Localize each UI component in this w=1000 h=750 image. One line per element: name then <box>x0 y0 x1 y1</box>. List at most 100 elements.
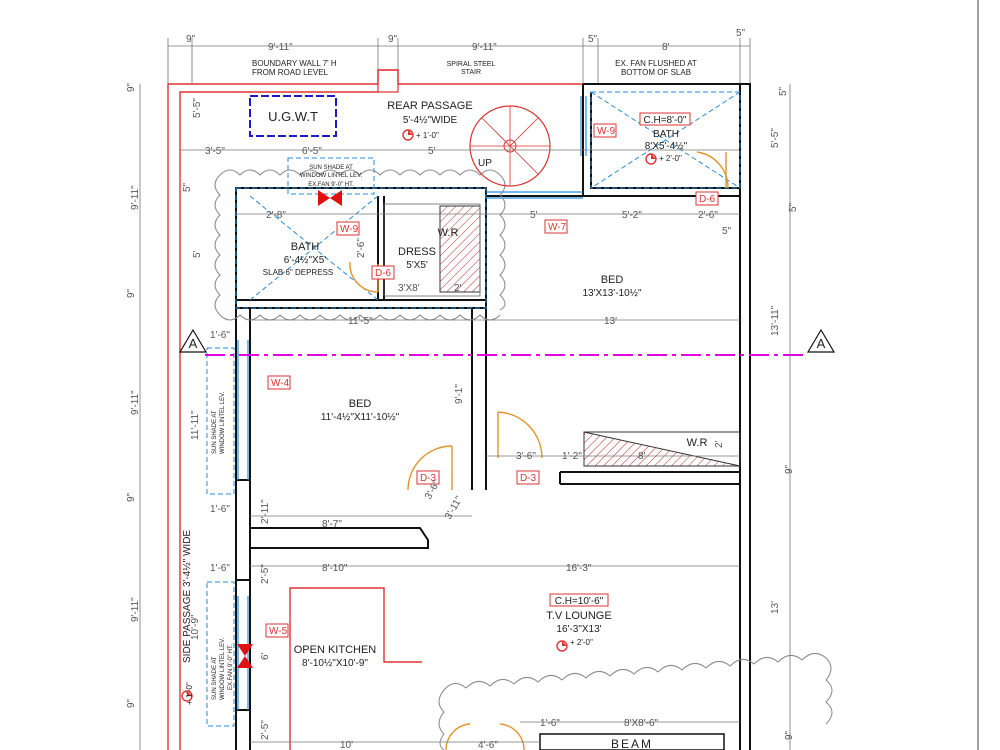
dim-r-5a: 5" <box>778 86 789 96</box>
section-marker-right <box>806 328 836 353</box>
dim-d-26: 2'-6" <box>698 210 718 221</box>
sunshade-left1-note-1: SUN SHADE AT <box>212 410 218 454</box>
rear-passage-label: REAR PASSAGE <box>387 100 472 112</box>
kitchen-counter <box>289 587 422 750</box>
dim-d-6: 6' <box>260 652 271 660</box>
dim-d-311: 3'-11" <box>443 494 465 521</box>
dim-d-5a: 5' <box>428 146 436 157</box>
tag-w9b: W-9 <box>593 123 617 138</box>
dim-d-16b: 1'-6" <box>210 504 230 515</box>
dim-top-8: 8' <box>662 42 670 53</box>
sunshade-left2-note-3: EX.FAN 9'-0" HT. <box>228 644 234 690</box>
dim-top-9a: 9" <box>186 34 196 45</box>
section-label-right: A <box>817 336 826 351</box>
sunshade-left1-note-2: WINDOW LINTEL LEV. <box>220 391 226 454</box>
tag-w5: W-5 <box>265 623 289 638</box>
dim-d-35: 3'-5" <box>205 146 225 157</box>
dim-l-911a: 9'-11" <box>130 185 141 210</box>
boundary-wall <box>167 69 750 750</box>
dim-d-25b: 2'-5" <box>260 720 271 740</box>
dim-top-911a: 9'-11" <box>268 42 293 53</box>
kitchen-size: 8'-10½"X10'-9" <box>302 658 368 669</box>
tag-d3a: D-3 <box>416 470 440 485</box>
section-marker-left <box>178 328 208 353</box>
bed2-size: 11'-4½"X11'-10½" <box>321 412 400 423</box>
svg-text:W-9: W-9 <box>340 224 359 235</box>
dim-d-2b: 2' <box>714 440 725 448</box>
bed2-label: BED <box>349 398 372 410</box>
dim-r-1311: 13'-11" <box>770 305 781 336</box>
bath-block-dashed <box>235 187 487 309</box>
dim-d-163: 16'-3" <box>566 563 592 574</box>
right-dimension-chain: 5" 5'-5" 5" 13'-11" 9" 13' 9" <box>770 84 799 750</box>
dim-l-9d: 9" <box>126 698 137 708</box>
svg-text:W-4: W-4 <box>271 378 290 389</box>
bath2-size: 8'X5'-4½" <box>645 141 688 152</box>
dim-d-1111: 11'-11" <box>190 410 201 440</box>
dim-d-8: 8' <box>638 451 646 462</box>
beam-label: BEAM <box>611 737 653 750</box>
ugwt-tank <box>249 95 337 137</box>
dim-l-911b: 9'-11" <box>130 390 141 415</box>
dim-top-9b: 9" <box>388 34 398 45</box>
dim-d-5d: 5" <box>722 226 732 237</box>
dim-d-16d: 1'-6" <box>540 718 560 729</box>
svg-text:W-9: W-9 <box>597 126 616 137</box>
tag-w4: W-4 <box>267 375 291 390</box>
dim-top-911b: 9'-11" <box>472 42 497 53</box>
tag-w9a: W-9 <box>336 221 360 236</box>
spiral-stair <box>469 105 551 187</box>
cloud-outline-bottom <box>438 653 833 750</box>
dim-d-52: 5'-2" <box>622 210 642 221</box>
tag-d3b: D-3 <box>516 470 540 485</box>
tv-lounge-label: T.V LOUNGE <box>546 610 611 622</box>
exfan-slab-note-2: BOTTOM OF SLAB <box>621 68 691 77</box>
left-dimension-chain: 9" 9'-11" 9" 9'-11" 9" 9'-11" 9" <box>126 82 141 750</box>
rear-passage-level: + 1'-0" <box>416 131 439 140</box>
dress-label: DRESS <box>398 246 436 258</box>
dim-d-46: 4'-6" <box>478 740 498 750</box>
svg-text:W-7: W-7 <box>548 222 567 233</box>
sunshade-top-note-1: SUN SHADE AT <box>309 165 353 171</box>
exfan-slab-note-1: EX. FAN FLUSHED AT <box>615 59 697 68</box>
svg-text:D-6: D-6 <box>375 268 392 279</box>
dim-d-36a: 3'-6" <box>516 451 536 462</box>
exfan-icon-left <box>237 644 253 656</box>
dim-l-9c: 9" <box>126 492 137 502</box>
dim-d-5w: 5' <box>530 210 538 221</box>
dim-d-810: 8'-10" <box>322 563 348 574</box>
tv-lounge-level: + 2'-0" <box>570 638 593 647</box>
ch-bath-box <box>639 112 691 126</box>
dim-d-3x8: 3'X8' <box>398 283 420 294</box>
svg-text:D-3: D-3 <box>420 473 437 484</box>
dim-d-25: 2'-5" <box>260 564 271 584</box>
bath2-level: + 2'-0" <box>659 154 682 163</box>
doors <box>349 151 729 750</box>
bath1-size: 6'-4½"X5' <box>284 255 326 266</box>
bed1-label: BED <box>601 274 624 286</box>
dim-d-2a: 2' <box>454 283 462 294</box>
bath1-label: BATH <box>291 241 320 253</box>
tag-d6a: D-6 <box>371 265 395 280</box>
dim-r-55: 5'-5" <box>770 128 781 148</box>
bath2-dashed <box>590 91 741 189</box>
dim-d-12: 1'-2" <box>562 451 582 462</box>
tv-lounge-size: 16'-3"X13' <box>556 624 601 635</box>
dim-d-8x86: 8'X8'-6" <box>624 718 659 729</box>
dim-r-5b: 5" <box>788 202 799 212</box>
dim-d-5b: 5" <box>182 182 193 192</box>
sunshade-top-box <box>287 157 375 195</box>
ch-tv-label: C.H=10'-6" <box>555 596 604 607</box>
dim-d-65: 6'-5" <box>302 146 322 157</box>
rear-passage-size: 5'-4½"WIDE <box>403 115 458 126</box>
sunshade-left2-note-1: SUN SHADE AT <box>212 656 218 700</box>
dim-r-13: 13' <box>770 601 781 614</box>
spiral-note-2: STAIR <box>461 69 481 76</box>
sunshade-top-note-2: WINDOW LINTEL LEV. <box>300 173 363 179</box>
dim-top-5a: 5" <box>588 34 598 45</box>
dim-d-13: 13' <box>604 316 617 327</box>
stair-up-label: UP <box>478 158 492 169</box>
dim-l-911c: 9'-11" <box>130 597 141 622</box>
dim-r-9: 9" <box>784 464 795 474</box>
